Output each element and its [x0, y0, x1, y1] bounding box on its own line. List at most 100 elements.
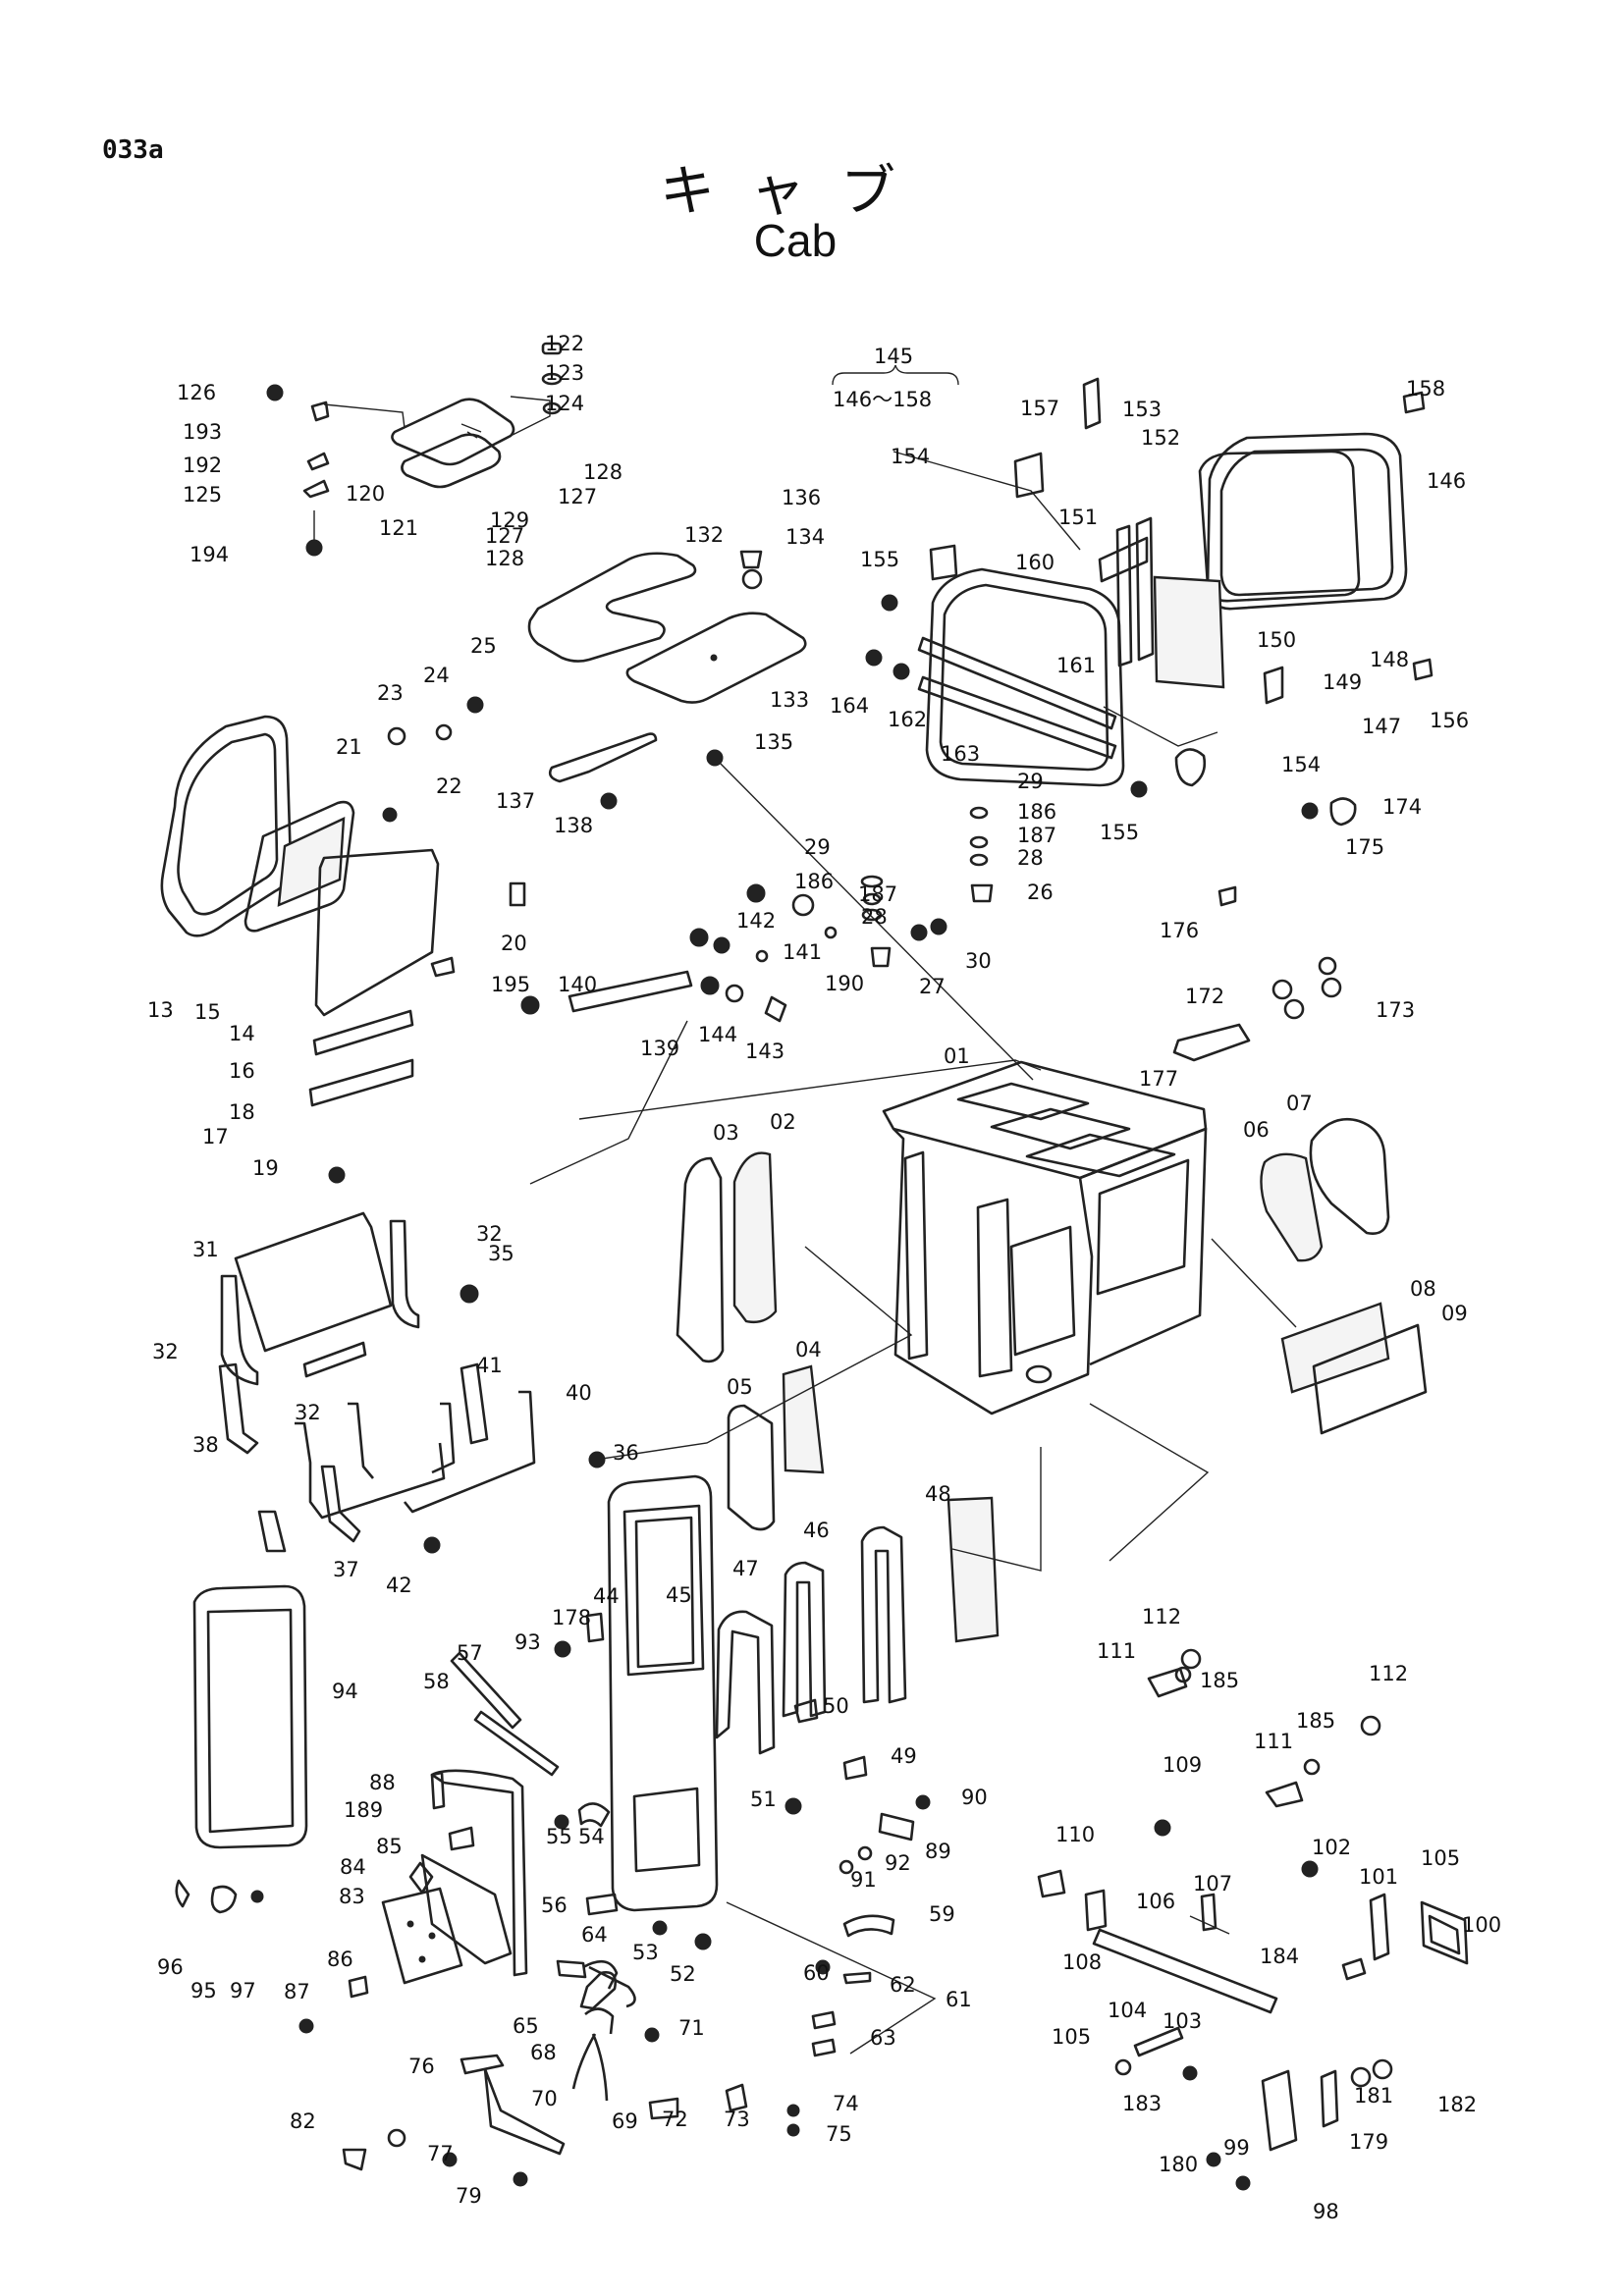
- part-number-label: 127: [558, 485, 597, 508]
- part-number-label: 126: [177, 381, 216, 404]
- part-number-label: 153: [1122, 398, 1162, 421]
- part-number-label: 50: [823, 1694, 849, 1718]
- part-number-label: 54: [578, 1825, 605, 1848]
- part-number-label: 57: [457, 1641, 483, 1665]
- part-number-label: 138: [554, 814, 593, 837]
- part-number-label: 148: [1370, 648, 1409, 671]
- part-number-label: 01: [944, 1044, 970, 1068]
- part-number-label: 26: [1027, 881, 1054, 904]
- part-number-label: 35: [488, 1242, 514, 1265]
- part-number-label: 192: [183, 454, 222, 477]
- part-number-label: 72: [662, 2108, 688, 2131]
- part-number-label: 180: [1159, 2153, 1198, 2176]
- part-number-label: 154: [891, 445, 930, 468]
- part-number-label: 129: [490, 508, 529, 532]
- part-number-label: 85: [376, 1835, 403, 1858]
- part-number-label: 109: [1163, 1753, 1202, 1777]
- part-number-label: 71: [678, 2016, 705, 2040]
- part-number-label: 121: [379, 516, 418, 540]
- part-number-label: 19: [252, 1156, 279, 1180]
- part-number-label: 36: [613, 1441, 639, 1465]
- part-number-label: 120: [346, 482, 385, 506]
- part-number-label: 164: [830, 694, 869, 718]
- part-number-label: 82: [290, 2109, 316, 2133]
- rods-and-fasteners: [520, 806, 994, 1023]
- part-number-label: 38: [192, 1433, 219, 1457]
- part-number-label: 143: [745, 1040, 784, 1063]
- part-number-label: 14: [229, 1022, 255, 1045]
- page-title-english: Cab: [753, 215, 838, 266]
- part-number-label: 136: [782, 486, 821, 509]
- part-number-label: 185: [1296, 1709, 1335, 1733]
- part-number-label: 174: [1382, 795, 1422, 819]
- part-number-label: 32: [295, 1401, 321, 1424]
- part-number-label: 95: [190, 1979, 217, 2002]
- part-number-label: 91: [850, 1868, 877, 1892]
- part-number-label: 25: [470, 634, 497, 658]
- left-window-frames: [160, 696, 526, 1184]
- part-number-label: 111: [1254, 1730, 1293, 1753]
- part-number-label: 132: [684, 523, 724, 547]
- floor-mats: [527, 550, 807, 810]
- part-number-label: 79: [456, 2184, 482, 2208]
- part-number-label: 181: [1354, 2084, 1393, 2108]
- part-number-label: 58: [423, 1670, 450, 1693]
- part-number-label: 189: [344, 1798, 383, 1822]
- part-number-label: 05: [727, 1375, 753, 1399]
- part-number-label: 110: [1055, 1823, 1095, 1846]
- part-number-label: 29: [804, 835, 831, 859]
- page-code: 033a: [102, 135, 164, 165]
- part-number-label: 139: [640, 1037, 679, 1060]
- cab-window-glass: [676, 1117, 1428, 1643]
- part-number-label: 108: [1062, 1950, 1102, 1974]
- part-number-label: 15: [194, 1000, 221, 1024]
- part-number-label: 69: [612, 2109, 638, 2133]
- part-number-label: 97: [230, 1979, 256, 2002]
- part-number-label: 172: [1185, 985, 1224, 1008]
- part-number-label: 154: [1281, 753, 1321, 776]
- group-range: 146〜158: [833, 388, 932, 411]
- part-number-label: 61: [946, 1988, 972, 2011]
- part-number-label: 88: [369, 1771, 396, 1794]
- part-number-label: 178: [552, 1606, 591, 1629]
- part-number-label: 64: [581, 1923, 608, 1947]
- part-number-label: 156: [1430, 709, 1469, 732]
- part-number-label: 124: [545, 392, 584, 415]
- part-number-label: 105: [1052, 2025, 1091, 2049]
- part-number-label: 20: [501, 932, 527, 955]
- part-number-label: 18: [229, 1100, 255, 1124]
- part-number-label: 56: [541, 1894, 568, 1917]
- part-number-label: 09: [1441, 1302, 1468, 1325]
- part-number-label: 151: [1058, 506, 1098, 529]
- part-number-label: 186: [1017, 800, 1056, 824]
- part-number-label: 62: [890, 1973, 916, 1997]
- part-number-label: 128: [583, 460, 622, 484]
- right-small-parts: [1172, 797, 1357, 1062]
- part-number-label: 182: [1437, 2093, 1477, 2116]
- part-number-label: 13: [147, 998, 174, 1022]
- part-number-label: 52: [670, 1962, 696, 1986]
- part-number-label: 94: [332, 1680, 358, 1703]
- part-number-label: 112: [1142, 1605, 1181, 1629]
- part-number-label: 45: [666, 1583, 692, 1607]
- part-number-label: 177: [1139, 1067, 1178, 1091]
- part-number-label: 185: [1200, 1669, 1239, 1692]
- part-number-label: 127: [485, 524, 524, 548]
- part-number-label: 194: [189, 543, 229, 566]
- part-number-label: 123: [545, 361, 584, 385]
- door-window-assembly: [865, 377, 1434, 798]
- part-number-label: 83: [339, 1885, 365, 1908]
- part-number-labels: 1221231241261931921251941201211281271291…: [147, 332, 1501, 2223]
- part-number-label: 149: [1323, 670, 1362, 694]
- part-number-label: 65: [513, 2014, 539, 2038]
- part-number-label: 107: [1193, 1872, 1232, 1896]
- part-number-label: 193: [183, 420, 222, 444]
- part-number-label: 158: [1406, 377, 1445, 400]
- part-number-label: 04: [795, 1338, 822, 1362]
- part-number-label: 32: [152, 1340, 179, 1363]
- part-number-label: 102: [1312, 1836, 1351, 1859]
- latch-hinge-assembly: [1037, 1648, 1469, 2191]
- part-number-label: 105: [1421, 1846, 1460, 1870]
- seat-frame-assembly: [218, 1211, 606, 1554]
